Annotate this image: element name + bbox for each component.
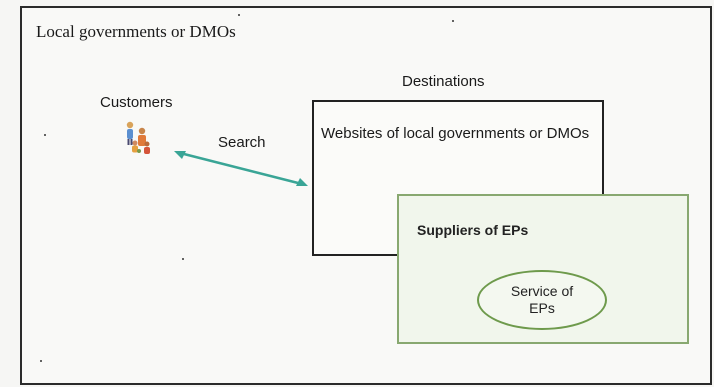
speck — [40, 360, 42, 362]
service-ellipse: Service of EPs — [477, 270, 607, 330]
destinations-box: Websites of local governments or DMOs — [312, 100, 604, 256]
suppliers-box: Suppliers of EPs Service of EPs — [397, 194, 689, 344]
customers-label: Customers — [100, 94, 173, 111]
speck — [238, 14, 240, 16]
people-group-icon — [126, 121, 150, 154]
bidirectional-arrow-icon — [174, 151, 308, 186]
speck — [452, 20, 454, 22]
speck — [182, 258, 184, 260]
frame-title: Local governments or DMOs — [36, 22, 236, 41]
search-label: Search — [218, 134, 266, 151]
destinations-label: Destinations — [402, 73, 485, 90]
suppliers-box-label: Suppliers of EPs — [417, 222, 529, 238]
service-label: Service of EPs — [510, 283, 574, 316]
speck — [44, 134, 46, 136]
destinations-box-label: Websites of local governments or DMOs — [321, 125, 590, 142]
diagram-frame: Local governments or DMOs Customers Sear… — [20, 6, 712, 385]
